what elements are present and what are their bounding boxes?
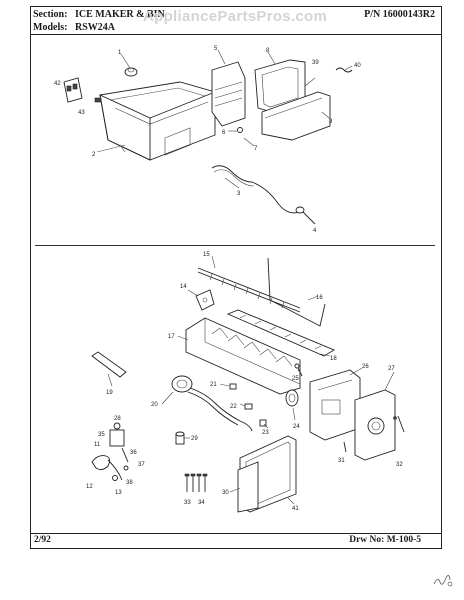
wire-harness-upper [211,165,316,225]
callout-40: 40 [354,63,361,69]
callout-32: 32 [396,462,403,468]
door-panel [261,91,331,141]
mold-and-heater [185,317,301,395]
section-value: ICE MAKER & BIN [75,9,165,20]
callout-35: 35 [98,432,105,438]
upper-leaders [96,49,353,189]
callout-21: 21 [210,382,217,388]
callout-17: 17 [168,334,175,340]
motor-gear-24 [285,389,299,407]
title-block: Section: ICE MAKER & BIN Models: RSW24A … [31,7,441,35]
control-housing-26 [309,369,361,441]
callout-3: 3 [237,191,241,197]
front-cover-30 [237,461,259,513]
scribble-mark-icon [433,575,453,587]
callout-29: 29 [191,436,198,442]
callout-41: 41 [292,506,299,512]
callout-26: 26 [362,364,369,370]
section-divider [35,245,435,246]
callout-43: 43 [78,110,85,116]
callout-36: 36 [130,450,137,456]
callout-33: 33 [184,500,191,506]
callout-42: 42 [54,81,61,87]
callout-9: 9 [329,119,333,125]
drawing-date: 2/92 [34,535,51,545]
footer-block: 2/92 Drw No: M-100-5 [31,533,441,548]
screw-32 [397,415,405,433]
stripper [226,309,335,357]
callout-22: 22 [230,404,237,410]
callout-5: 5 [214,46,218,52]
auger-knob [124,67,138,77]
ejector-rake [197,267,301,313]
mounting-bracket-14 [195,289,215,311]
small-screw-6 [237,127,243,133]
shut-off-arm [267,257,326,327]
part-number: P/N 16000143R2 [364,9,435,20]
lower-leaders [107,255,395,505]
motor-housing [211,61,246,127]
callout-4: 4 [313,228,317,234]
callout-14: 14 [180,284,187,290]
callout-37: 37 [138,462,145,468]
parts-sheet: Section: ICE MAKER & BIN Models: RSW24A … [30,6,442,549]
callout-27: 27 [388,366,395,372]
callout-13: 13 [115,490,122,496]
callout-labels: 1 2 3 4 5 6 7 8 9 39 40 42 43 15 16 14 1… [54,46,403,512]
small-parts-21-23 [229,383,267,427]
fill-cup-19 [91,351,127,378]
callout-1: 1 [118,50,122,56]
callout-16: 16 [316,295,323,301]
callout-24: 24 [293,424,300,430]
callout-38: 38 [126,480,133,486]
callout-11: 11 [94,442,101,448]
screws-33-34 [184,473,208,492]
callout-30: 30 [222,490,229,496]
callout-28: 28 [114,416,121,422]
callout-39: 39 [312,60,319,66]
models-label: Models: [33,22,68,33]
callout-31: 31 [338,458,345,464]
water-valve-20 [171,375,253,432]
callout-20: 20 [151,402,158,408]
bushing-29 [175,431,185,445]
bin-bracket [63,77,102,103]
callout-23: 23 [262,430,269,436]
callout-8: 8 [266,48,270,54]
drawing-number: Drw No: M-100-5 [349,535,421,545]
screw-31 [343,441,347,453]
callout-18: 18 [330,356,337,362]
watermark: AppliancePartsPros.com [143,8,328,25]
callout-12: 12 [86,484,93,490]
callout-25: 25 [292,376,299,382]
callout-2: 2 [92,152,96,158]
callout-15: 15 [203,252,210,258]
callout-19: 19 [106,390,113,396]
section-label: Section: [33,9,68,20]
switch-assembly-lower-left [91,422,129,481]
models-value: RSW24A [75,22,116,33]
spring-clip-40 [335,67,353,73]
callout-6: 6 [222,130,226,136]
module-cover-27 [354,389,397,461]
callout-34: 34 [198,500,205,506]
callout-7: 7 [254,146,258,152]
ice-bin [99,81,216,161]
